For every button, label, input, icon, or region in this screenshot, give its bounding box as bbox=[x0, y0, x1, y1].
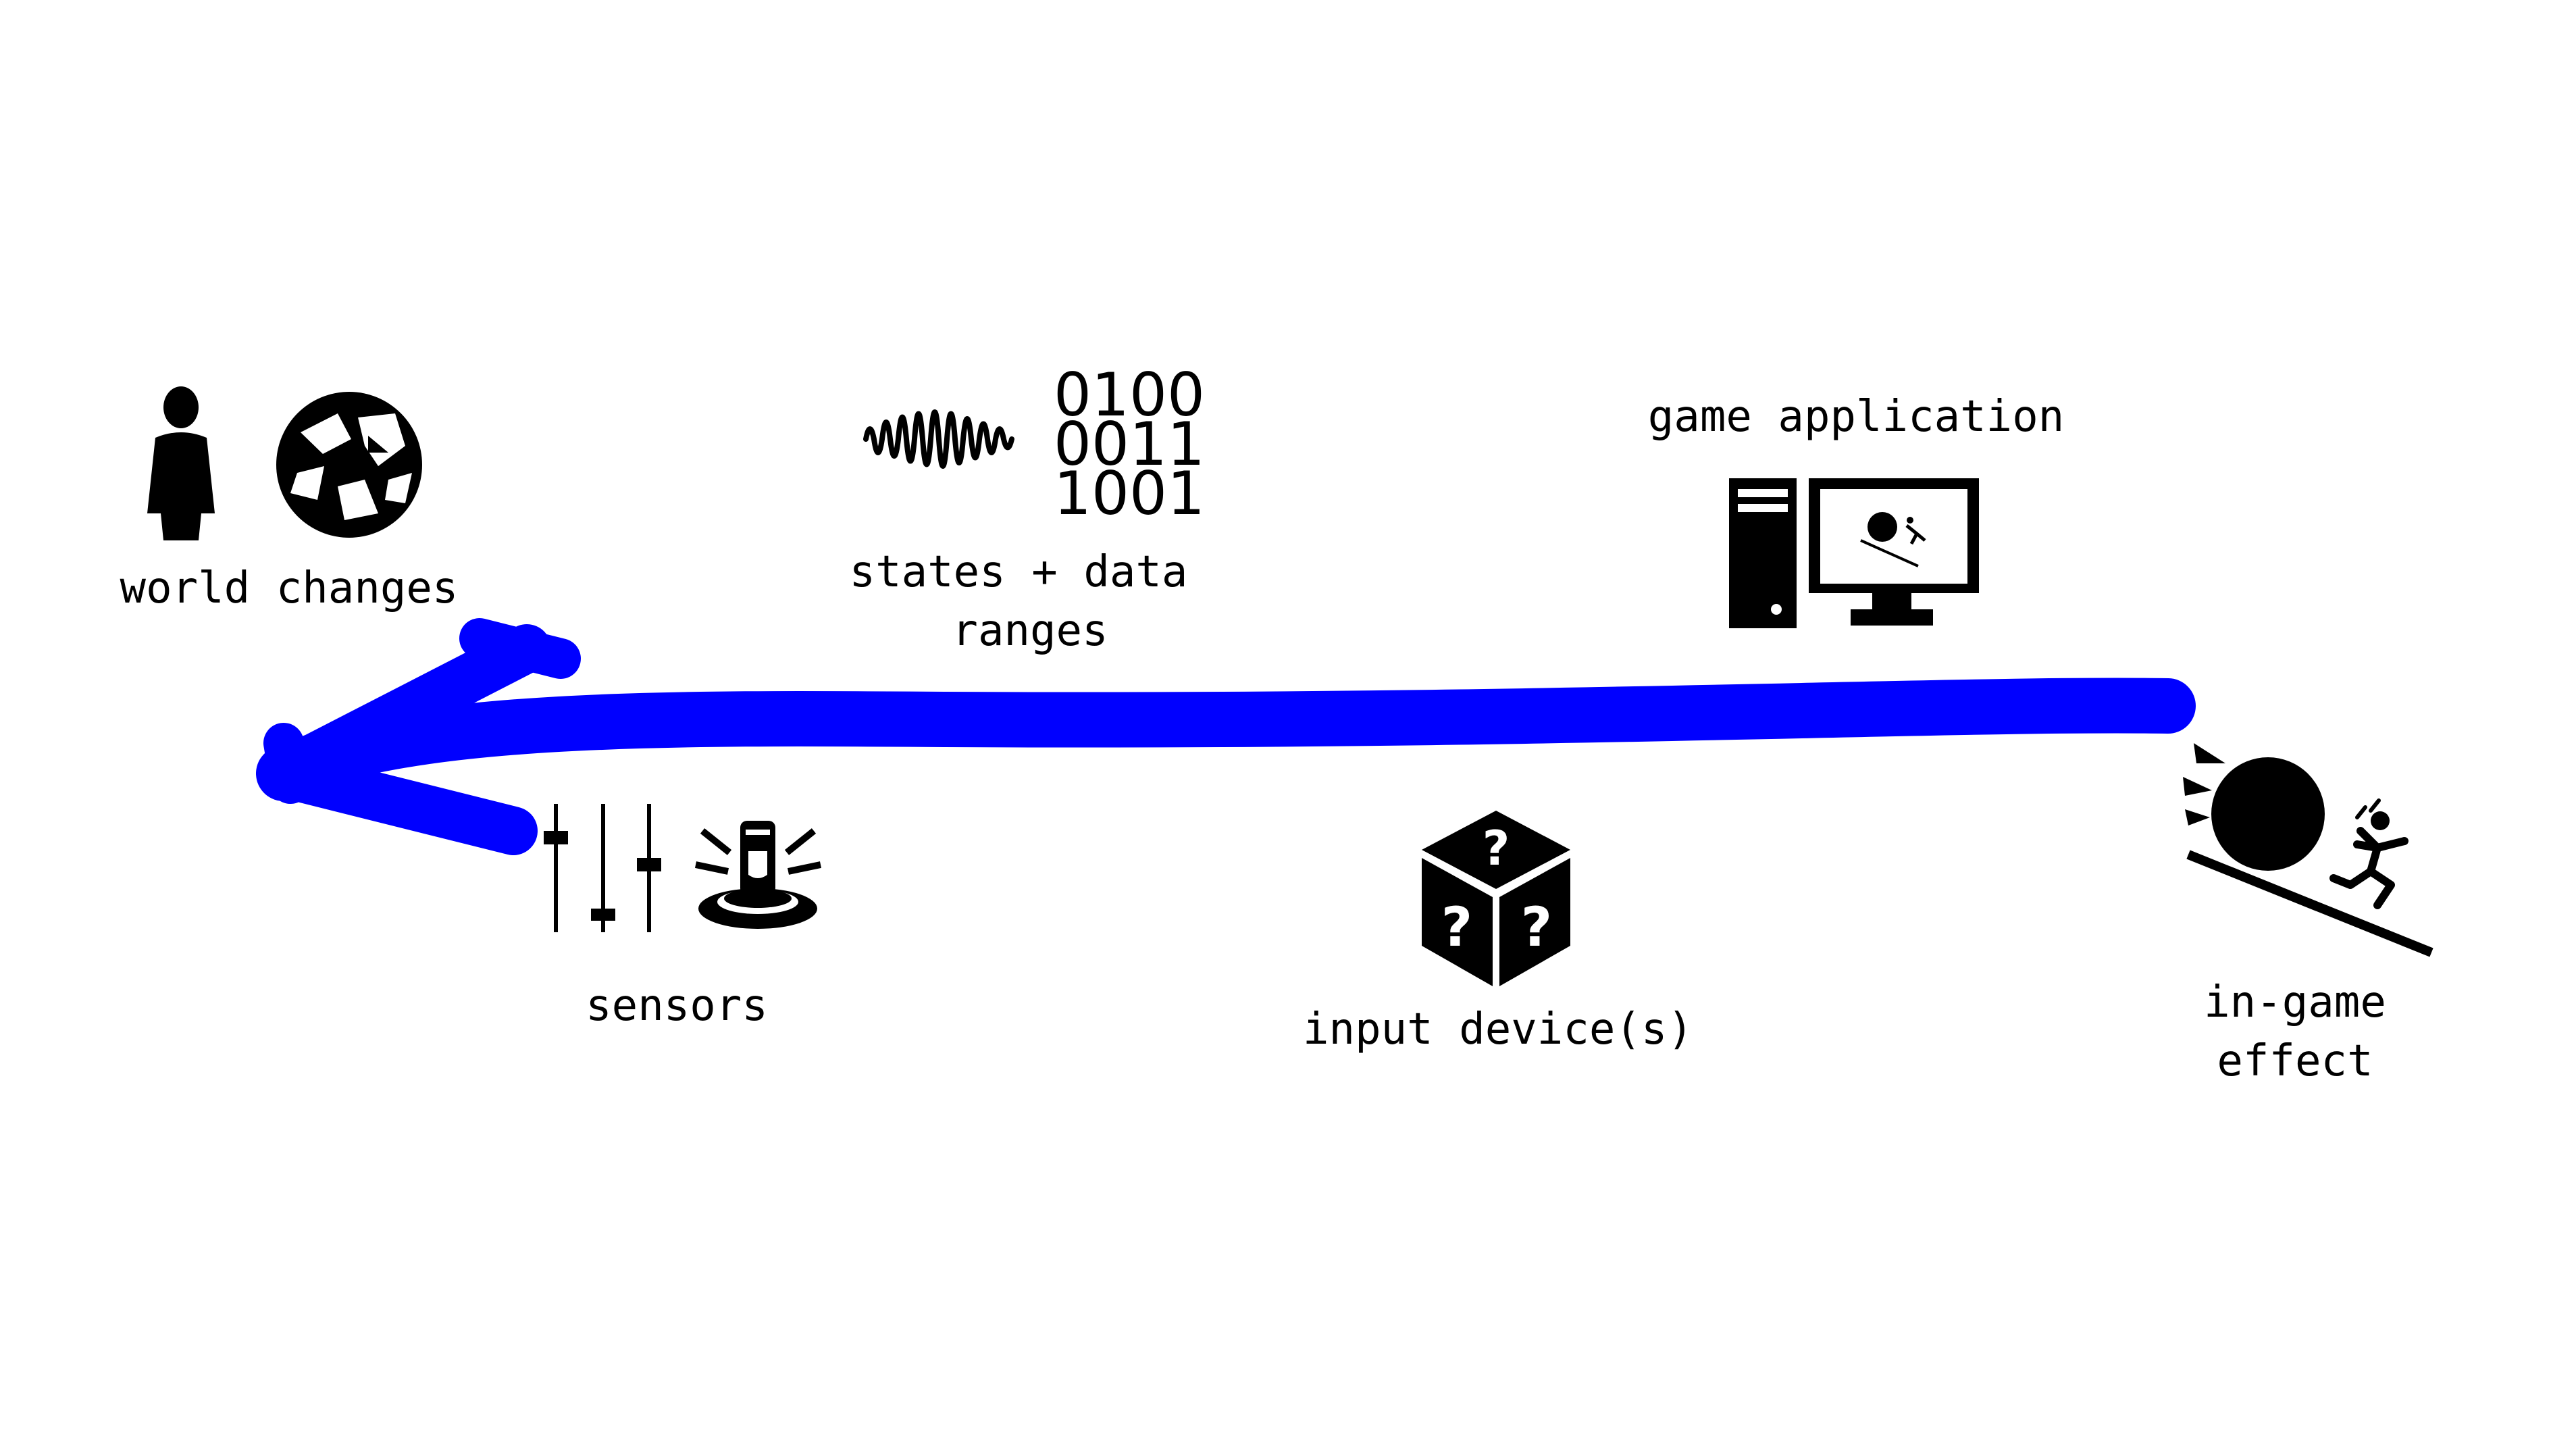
world-changes-node: world changes bbox=[120, 386, 459, 613]
input-devices-node: ? ? ? input device(s) bbox=[1303, 811, 1693, 1054]
binary-line: 1001 bbox=[1054, 459, 1205, 528]
states-data-node: 0100 0011 1001 states + data ranges bbox=[850, 360, 1205, 656]
input-devices-label: input device(s) bbox=[1303, 1005, 1693, 1054]
binary-line: 0100 bbox=[1054, 360, 1205, 430]
sliders-icon bbox=[544, 804, 661, 932]
person-icon bbox=[147, 386, 215, 540]
svg-text:?: ? bbox=[1483, 821, 1510, 876]
states-data-label-line1: states + data bbox=[850, 547, 1188, 597]
game-application-node: game application bbox=[1648, 392, 2065, 628]
world-changes-label: world changes bbox=[120, 563, 459, 613]
binary-values: 0100 0011 1001 bbox=[1054, 360, 1205, 528]
binary-line: 0011 bbox=[1054, 409, 1205, 479]
desktop-computer-icon bbox=[1729, 478, 1979, 628]
in-game-effect-label-line1: in-game bbox=[2204, 977, 2386, 1027]
mystery-dice-icon: ? ? ? bbox=[1422, 811, 1570, 986]
sensors-node: sensors bbox=[544, 804, 822, 1031]
in-game-effect-node: in-game effect bbox=[2183, 743, 2433, 1086]
svg-text:?: ? bbox=[1521, 896, 1552, 959]
pressure-sensor-icon bbox=[694, 821, 822, 929]
game-application-label: game application bbox=[1648, 392, 2065, 442]
globe-icon bbox=[276, 392, 422, 538]
states-data-label-line2: ranges bbox=[952, 606, 1108, 656]
sensors-label: sensors bbox=[586, 981, 768, 1031]
in-game-effect-label-line2: effect bbox=[2217, 1036, 2373, 1086]
flow-arrow bbox=[256, 618, 2196, 855]
rolling-boulder-icon bbox=[2183, 743, 2433, 957]
svg-text:?: ? bbox=[1441, 896, 1472, 959]
waveform-icon bbox=[863, 409, 1014, 469]
